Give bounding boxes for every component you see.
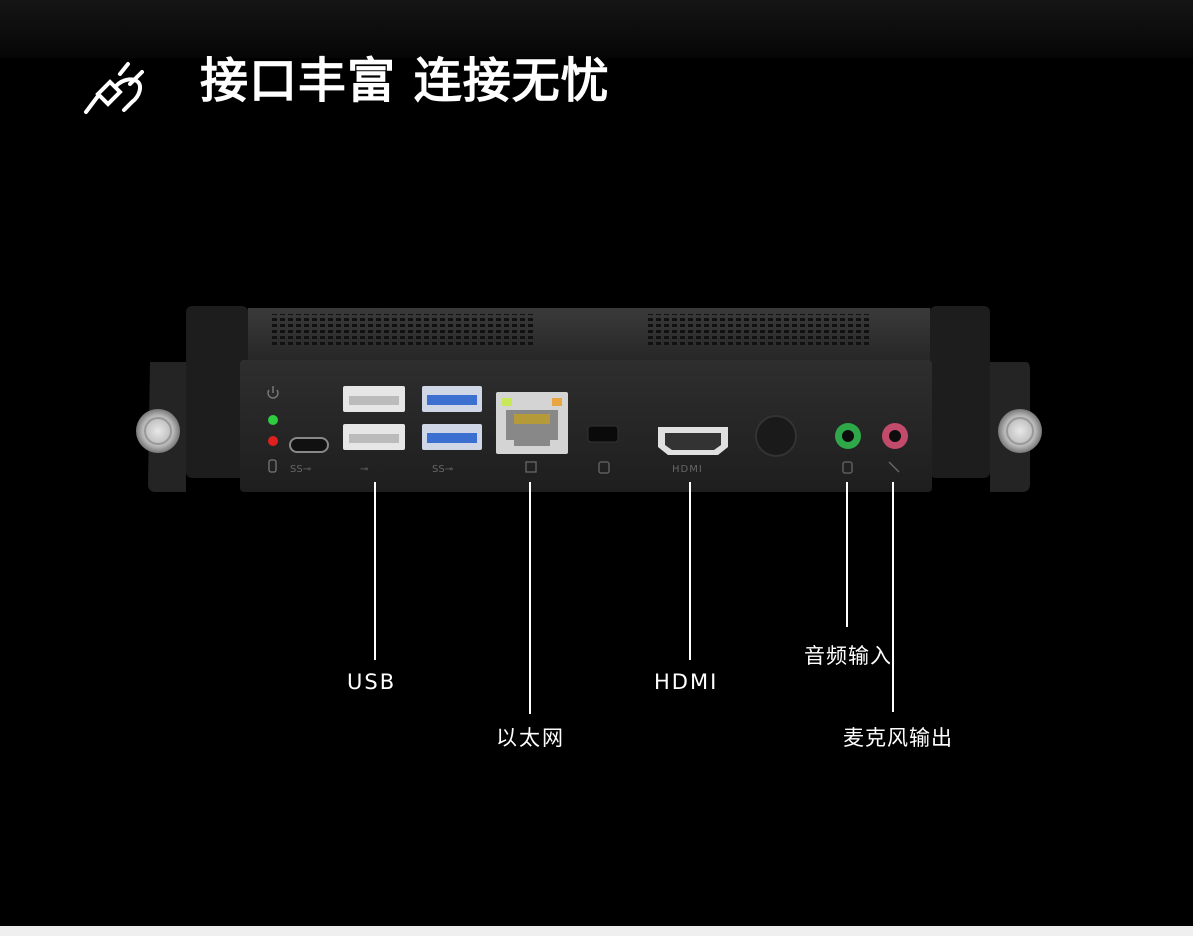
status-led-green	[268, 415, 278, 425]
mounting-bracket-left	[148, 306, 248, 492]
ethernet-port	[496, 392, 568, 473]
power-button	[755, 415, 797, 457]
security-lock-slot	[587, 425, 619, 443]
label-mic-out: 麦克风输出	[843, 726, 953, 750]
mic-jack	[882, 423, 908, 473]
disk-activity-icon	[268, 459, 277, 473]
power-indicator-icon	[267, 386, 279, 399]
thumb-screw-left	[136, 409, 180, 453]
bottom-band	[0, 926, 1193, 936]
page-title: 接口丰富 连接无忧	[200, 53, 610, 109]
svg-text:SS⊸: SS⊸	[290, 464, 311, 475]
svg-text:SS⊸: SS⊸	[432, 464, 453, 475]
label-ethernet: 以太网	[496, 726, 565, 750]
plug-icon	[84, 62, 144, 114]
label-usb: USB	[347, 670, 397, 694]
svg-text:HDMI: HDMI	[672, 464, 703, 475]
thumb-screw-right	[998, 409, 1042, 453]
label-audio-in: 音频输入	[804, 644, 892, 668]
hdmi-port: HDMI	[658, 427, 728, 475]
usb-c-port: SS⊸	[289, 437, 329, 475]
status-led-red	[268, 436, 278, 446]
usb3-port-stack: SS⊸	[422, 386, 482, 475]
audio-in-jack	[835, 423, 861, 474]
usb2-port-stack: ⊸	[343, 386, 405, 475]
mounting-bracket-right	[930, 306, 1030, 492]
chassis-top	[242, 308, 936, 362]
lock-icon	[598, 461, 610, 474]
label-hdmi: HDMI	[654, 670, 719, 694]
front-panel	[240, 360, 932, 492]
top-band	[0, 0, 1193, 58]
callout-lines	[374, 482, 894, 714]
svg-text:⊸: ⊸	[360, 464, 368, 475]
